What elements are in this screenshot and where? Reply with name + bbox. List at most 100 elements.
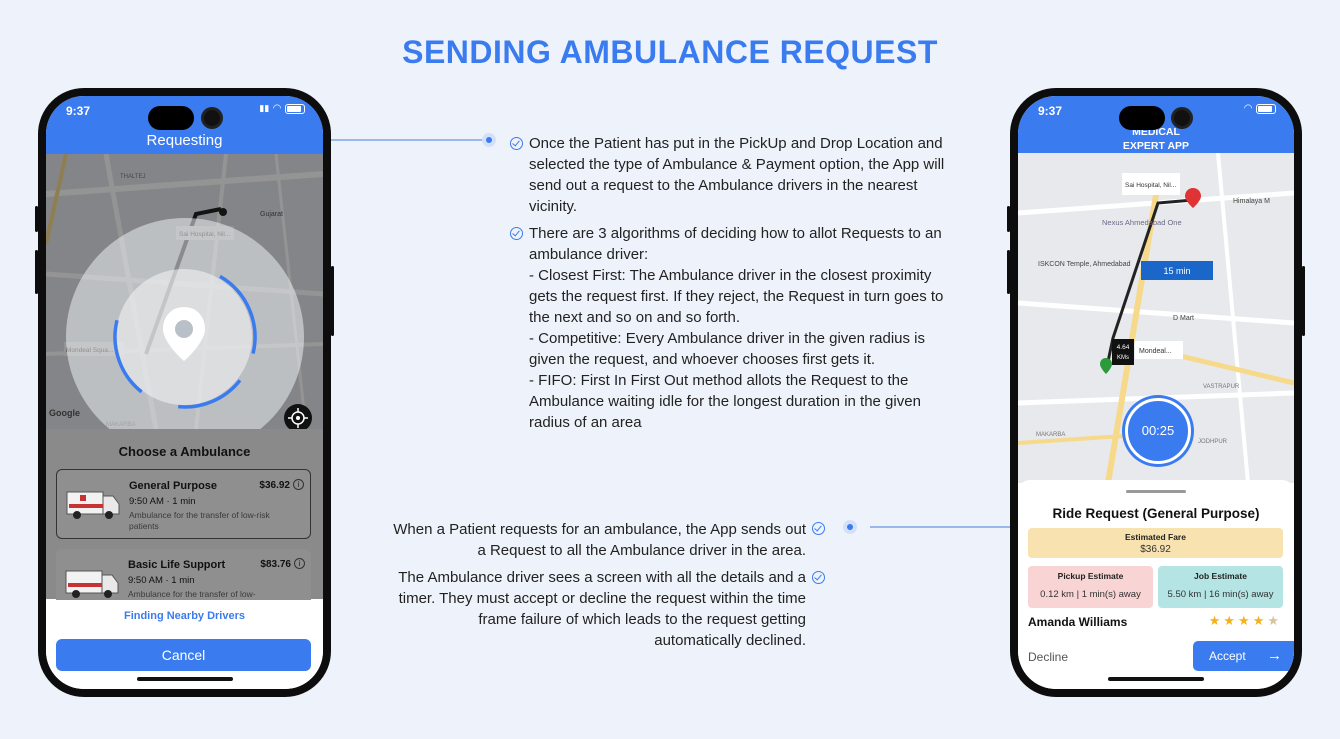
status-time: 9:37 — [66, 104, 91, 118]
fare-value: $36.92 — [1140, 544, 1171, 555]
accept-button[interactable]: Accept → — [1193, 641, 1294, 671]
camera-icon — [201, 107, 223, 129]
patient-screen: Requesting Sai Hospital, Nil... Mondeal … — [46, 96, 323, 689]
battery-icon — [1256, 103, 1276, 114]
eta-badge: 15 min — [1163, 266, 1190, 276]
phone-side-button — [35, 206, 38, 232]
patient-phone: Requesting Sai Hospital, Nil... Mondeal … — [35, 88, 334, 697]
map-label-hospital: Sai Hospital, Nil... — [1125, 182, 1176, 189]
dynamic-island — [1119, 106, 1165, 130]
request-status-panel: Finding Nearby Drivers Cancel — [46, 600, 323, 689]
route-map[interactable]: Sai Hospital, Nil... Himalaya M Nexus Ah… — [1018, 153, 1294, 483]
location-pin-icon — [163, 307, 205, 361]
check-icon — [812, 522, 825, 535]
finding-drivers-text: Finding Nearby Drivers — [123, 610, 246, 622]
svg-text:Gujarat: Gujarat — [260, 211, 283, 218]
estimated-fare-card: Estimated Fare $36.92 — [1028, 528, 1283, 558]
svg-text:ISKCON Temple, Ahmedabad: ISKCON Temple, Ahmedabad — [1038, 261, 1131, 268]
svg-text:D Mart: D Mart — [1173, 315, 1194, 322]
ambulance-chooser: Choose a Ambulance General Purpose $36.9… — [46, 429, 323, 609]
signal-icon: ▮▮ — [259, 103, 270, 113]
decline-button[interactable]: Decline — [1028, 650, 1069, 664]
header-title: Requesting — [146, 132, 223, 149]
ambulance-option-general[interactable]: General Purpose $36.92 i 9:50 AM · 1 min… — [56, 469, 311, 539]
job-estimate-card: Job Estimate 5.50 km | 16 min(s) away — [1158, 566, 1283, 608]
patient-name: Amanda Williams — [1028, 615, 1128, 629]
map-roads: Sai Hospital, Nil... Himalaya M Nexus Ah… — [1018, 153, 1294, 483]
info-icon[interactable]: i — [294, 558, 305, 569]
dynamic-island — [148, 106, 194, 130]
wifi-icon: ◠ — [273, 103, 281, 114]
chooser-heading: Choose a Ambulance — [118, 444, 251, 459]
job-value: 5.50 km | 16 min(s) away — [1167, 589, 1274, 600]
search-progress-ring — [113, 265, 257, 409]
phone-side-button — [35, 250, 38, 294]
star-icon: ★ — [1267, 613, 1282, 628]
pickup-estimate-card: Pickup Estimate 0.12 km | 1 min(s) away — [1028, 566, 1153, 608]
ambulance-price: $83.76 — [260, 559, 291, 570]
crosshair-icon — [288, 408, 308, 428]
connector-line-bottom — [870, 526, 1010, 528]
ambulance-icon — [66, 491, 120, 519]
pickup-pin-icon — [1100, 358, 1112, 374]
home-indicator — [1108, 677, 1204, 681]
battery-icon — [285, 103, 305, 114]
ambulance-eta: 9:50 AM · 1 min — [129, 496, 196, 507]
google-logo: Google — [49, 408, 80, 418]
phone-side-button — [1302, 266, 1305, 336]
status-icons: ▮▮◠ — [259, 103, 305, 114]
ambulance-option-basic-life-support[interactable]: Basic Life Support $83.76 i 9:50 AM · 1 … — [56, 549, 311, 609]
job-label: Job Estimate — [1194, 571, 1247, 581]
svg-text:JODHPUR: JODHPUR — [1198, 439, 1228, 445]
distance-value: 4.64 — [1117, 344, 1130, 351]
check-icon — [510, 227, 523, 240]
phone-side-button — [1007, 250, 1010, 294]
check-icon — [510, 137, 523, 150]
cancel-button[interactable]: Cancel — [56, 639, 311, 671]
phone-side-button — [1007, 206, 1010, 232]
wifi-icon: ◠ — [1244, 103, 1252, 114]
ambulance-name: General Purpose — [129, 480, 218, 492]
check-icon — [812, 571, 825, 584]
ambulance-eta: 9:50 AM · 1 min — [128, 575, 195, 586]
description-text: Once the Patient has put in the PickUp a… — [529, 135, 945, 215]
connector-dot-top — [482, 133, 496, 147]
rating-stars: ★★★★★ — [1209, 613, 1282, 629]
svg-text:Nexus Ahmedabad One: Nexus Ahmedabad One — [1102, 218, 1182, 227]
star-icon: ★ — [1223, 613, 1239, 628]
connector-line-top — [331, 139, 483, 141]
camera-icon — [1171, 107, 1193, 129]
description-bullet-driver-screen: The Ambulance driver sees a screen with … — [340, 567, 806, 651]
status-icons: ◠ — [1244, 103, 1276, 114]
info-icon[interactable]: i — [293, 479, 304, 490]
arrow-right-icon: → — [1267, 647, 1282, 664]
description-bullet-patient-request: When a Patient requests for an ambulance… — [340, 519, 806, 561]
fare-label: Estimated Fare — [1125, 532, 1186, 542]
status-bar: 9:37 ◠ — [1018, 96, 1294, 124]
description-bullet-algorithms: There are 3 algorithms of deciding how t… — [529, 223, 999, 433]
ambulance-description: Ambulance for the transfer of low-risk p… — [129, 510, 270, 531]
ambulance-price: $36.92 — [259, 480, 290, 491]
connector-dot-bottom — [843, 520, 857, 534]
distance-unit: KMs — [1117, 355, 1129, 361]
svg-text:MAKARBA: MAKARBA — [1036, 432, 1065, 438]
accept-label: Accept — [1209, 649, 1246, 663]
description-text: There are 3 algorithms of deciding how t… — [529, 225, 944, 431]
svg-text:VASTRAPUR: VASTRAPUR — [1203, 384, 1240, 390]
description-text: The Ambulance driver sees a screen with … — [398, 569, 806, 649]
svg-text:THALTEJ: THALTEJ — [120, 174, 146, 180]
home-indicator — [136, 677, 233, 681]
pickup-value: 0.12 km | 1 min(s) away — [1040, 589, 1141, 600]
countdown-timer: 00:25 — [1125, 398, 1191, 464]
map-label-mondeal: Mondeal... — [1139, 348, 1172, 355]
drag-handle[interactable] — [1126, 490, 1186, 493]
locate-me-button[interactable] — [284, 404, 312, 432]
status-time: 9:37 — [1038, 104, 1063, 118]
page-title: SENDING AMBULANCE REQUEST — [402, 34, 938, 70]
phone-side-button — [331, 266, 334, 336]
ride-request-panel: Ride Request (General Purpose) Estimated… — [1018, 480, 1294, 689]
status-bar: 9:37 ▮▮◠ — [46, 96, 323, 124]
drop-pin-icon — [1185, 188, 1201, 208]
